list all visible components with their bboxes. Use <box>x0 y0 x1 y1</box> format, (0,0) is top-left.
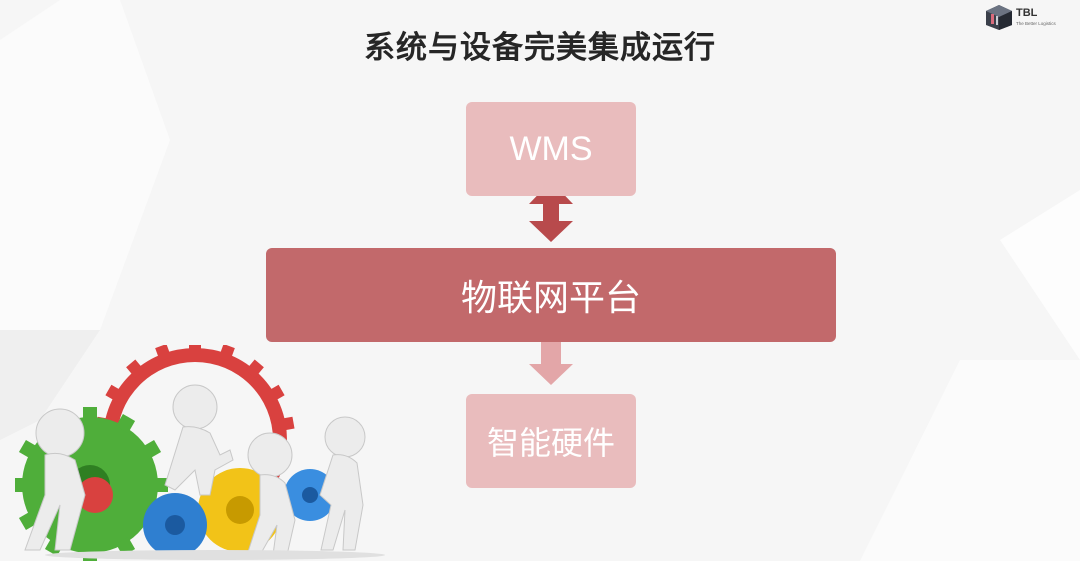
logo-subtitle: The Better Logistics <box>1016 21 1056 26</box>
iot-platform-box: 物联网平台 <box>266 248 836 342</box>
cube-logo-icon <box>986 5 1012 30</box>
company-logo: TBL The Better Logistics <box>982 2 1080 32</box>
page-title: 系统与设备完美集成运行 <box>364 30 716 66</box>
gears-people-illustration <box>15 345 385 561</box>
double-arrow-icon <box>529 181 573 242</box>
iot-platform-label: 物联网平台 <box>460 278 641 319</box>
wms-box: WMS <box>466 102 636 196</box>
smart-hardware-label: 智能硬件 <box>486 424 615 462</box>
down-arrow-icon <box>529 340 573 385</box>
logo-text: TBL <box>1016 7 1038 19</box>
wms-label: WMS <box>509 129 593 168</box>
smart-hardware-box: 智能硬件 <box>466 394 636 488</box>
